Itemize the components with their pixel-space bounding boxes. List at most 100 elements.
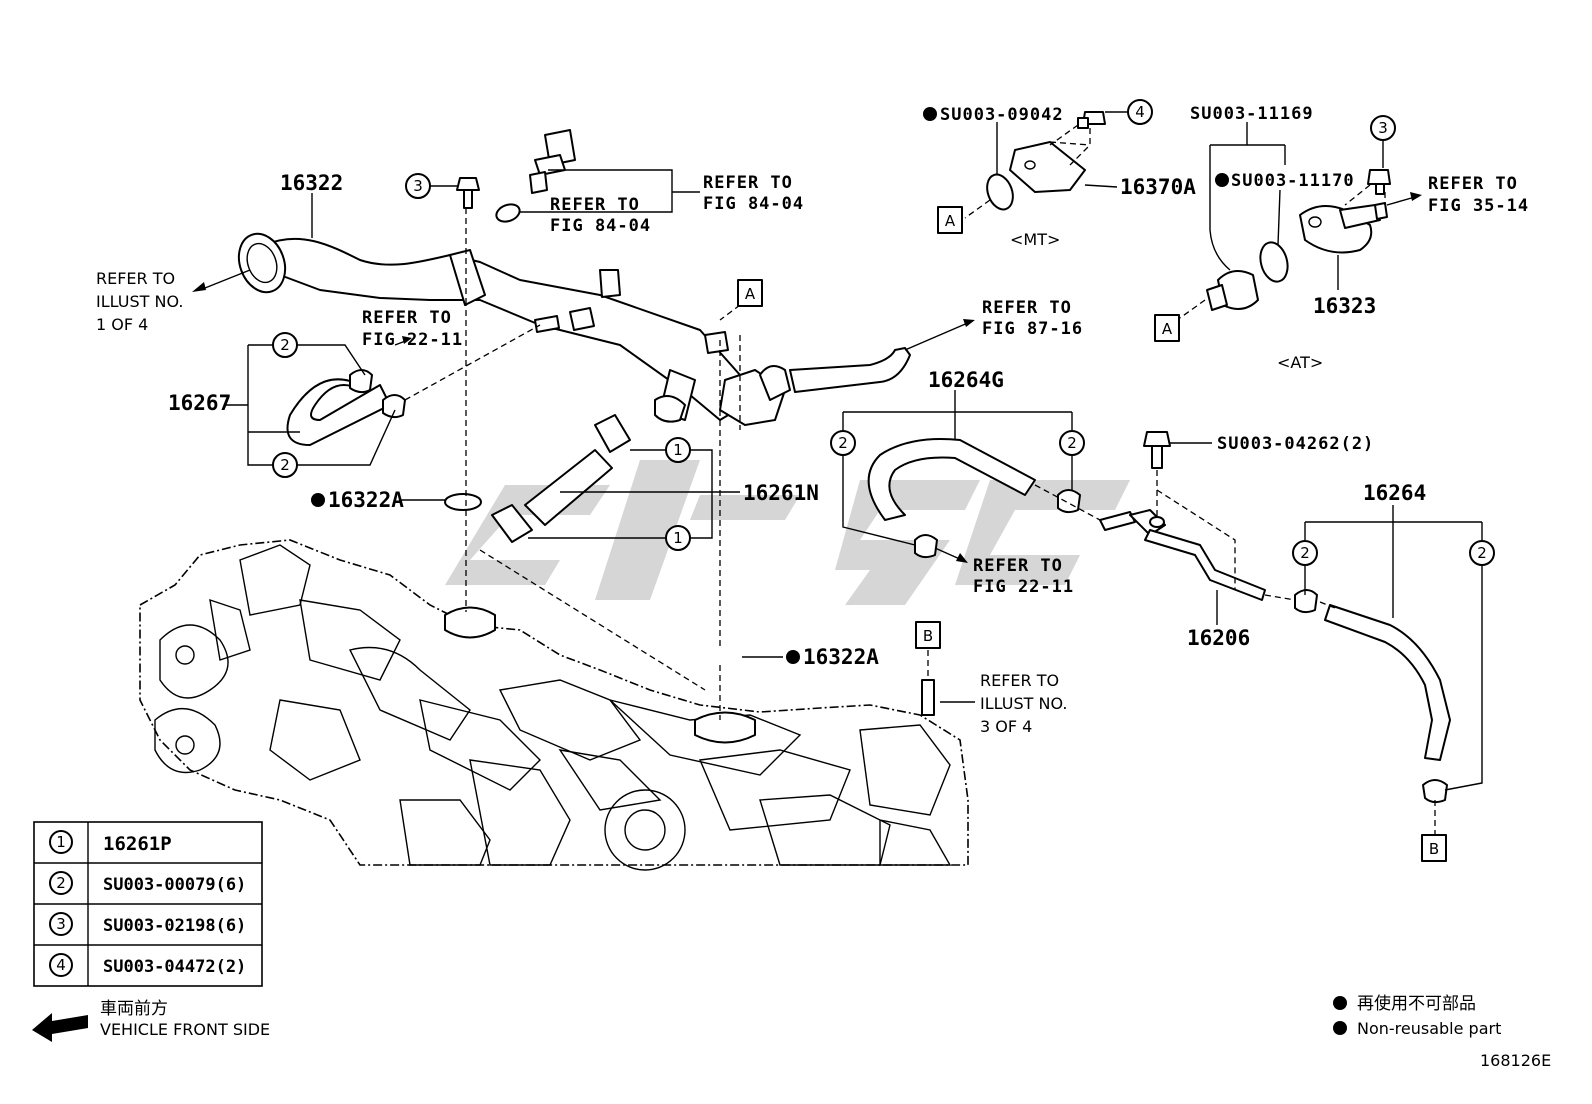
pipe-16206 xyxy=(1099,509,1266,601)
svg-text:REFER TO: REFER TO xyxy=(703,173,793,193)
marker-a-mt: A xyxy=(937,206,963,234)
bolt-3-left xyxy=(456,177,480,209)
variant-at: <AT> xyxy=(1277,353,1323,372)
svg-text:3: 3 xyxy=(1378,119,1388,137)
svg-text:VEHICLE FRONT SIDE: VEHICLE FRONT SIDE xyxy=(100,1020,270,1039)
legend-row: 3 SU003-02198(6) xyxy=(49,912,246,936)
svg-text:REFER TO: REFER TO xyxy=(550,195,640,215)
svg-text:Non-reusable part: Non-reusable part xyxy=(1357,1019,1501,1038)
svg-text:1 OF 4: 1 OF 4 xyxy=(96,315,148,334)
legend-row: 1 16261P xyxy=(49,830,172,855)
engine-block xyxy=(139,539,969,871)
label-16370A: 16370A xyxy=(1120,175,1196,199)
label-16206: 16206 xyxy=(1187,626,1250,650)
svg-text:16261P: 16261P xyxy=(103,833,172,855)
svg-text:A: A xyxy=(745,285,756,303)
svg-text:3: 3 xyxy=(56,915,66,933)
svg-text:SU003-09042: SU003-09042 xyxy=(940,105,1064,125)
svg-text:1: 1 xyxy=(673,441,683,459)
svg-text:2: 2 xyxy=(838,434,848,452)
svg-text:FIG 84-04: FIG 84-04 xyxy=(550,216,651,236)
non-reusable-note: 再使用不可部品 Non-reusable part xyxy=(1333,993,1501,1038)
svg-text:REFER TO: REFER TO xyxy=(362,308,452,328)
svg-text:SU003-00079(6): SU003-00079(6) xyxy=(103,875,246,895)
svg-text:REFER TO: REFER TO xyxy=(982,298,1072,318)
svg-text:再使用不可部品: 再使用不可部品 xyxy=(1357,993,1476,1014)
svg-text:REFER TO: REFER TO xyxy=(96,269,175,288)
callout-2-top: 2 xyxy=(272,332,298,358)
temp-sensor xyxy=(495,129,576,223)
svg-text:SU003-02198(6): SU003-02198(6) xyxy=(103,916,246,936)
svg-text:車両前方: 車両前方 xyxy=(100,999,168,1019)
ref-fig-87-16: REFER TO FIG 87-16 xyxy=(982,298,1083,339)
svg-text:FIG 84-04: FIG 84-04 xyxy=(703,194,804,214)
svg-text:FIG 87-16: FIG 87-16 xyxy=(982,319,1083,339)
label-16264: 16264 xyxy=(1363,481,1426,505)
ref-fig-22-11-a: REFER TO FIG 22-11 xyxy=(362,308,462,350)
label-16264G: 16264G xyxy=(928,368,1004,392)
label-16267: 16267 xyxy=(168,391,231,415)
svg-text:REFER TO: REFER TO xyxy=(1428,174,1518,194)
figure-id: 168126E xyxy=(1480,1051,1551,1070)
svg-text:2: 2 xyxy=(280,456,290,474)
vehicle-front-indicator: 車両前方 VEHICLE FRONT SIDE xyxy=(32,999,270,1042)
ref-fig-35-14: REFER TO FIG 35-14 xyxy=(1428,174,1529,216)
label-16323: 16323 xyxy=(1313,294,1376,318)
svg-text:FIG 35-14: FIG 35-14 xyxy=(1428,196,1529,216)
callout-2-16264-left: 2 xyxy=(1292,540,1318,566)
ref-fig-22-11-b: REFER TO FIG 22-11 xyxy=(973,556,1074,597)
svg-text:3: 3 xyxy=(413,177,423,195)
callout-3-left: 3 xyxy=(405,173,458,199)
legend-table: 1 16261P 2 SU003-00079(6) 3 SU003-02198(… xyxy=(33,821,263,987)
svg-text:2: 2 xyxy=(1067,434,1077,452)
svg-text:REFER TO: REFER TO xyxy=(980,671,1059,690)
svg-text:4: 4 xyxy=(56,956,66,974)
svg-text:16322A: 16322A xyxy=(328,488,404,512)
svg-text:1: 1 xyxy=(56,833,66,851)
leader-lines xyxy=(192,111,1483,835)
svg-text:3 OF 4: 3 OF 4 xyxy=(980,717,1032,736)
svg-text:B: B xyxy=(923,627,933,645)
hose-16267 xyxy=(286,369,406,446)
svg-text:ILLUST NO.: ILLUST NO. xyxy=(980,694,1067,713)
label-su11170: SU003-11170 xyxy=(1215,171,1355,191)
svg-text:A: A xyxy=(1162,320,1173,338)
svg-text:FIG 22-11: FIG 22-11 xyxy=(973,577,1074,597)
callout-4: 4 xyxy=(1127,99,1153,125)
callout-2-16264G-right: 2 xyxy=(1059,430,1085,456)
legend-row: 2 SU003-00079(6) xyxy=(49,871,246,895)
label-su09042: SU003-09042 xyxy=(923,105,1064,125)
front-arrow-icon xyxy=(32,1013,88,1042)
svg-text:B: B xyxy=(1429,840,1439,858)
legend-row: 4 SU003-04472(2) xyxy=(49,953,246,977)
label-16322A-bottom: 16322A xyxy=(786,645,879,669)
bolt-su04262 xyxy=(1143,431,1171,469)
svg-text:1: 1 xyxy=(673,529,683,547)
label-16322A-top: 16322A xyxy=(311,488,404,512)
svg-text:16322A: 16322A xyxy=(803,645,879,669)
hose-16264 xyxy=(1294,589,1451,804)
ref-illust-3: REFER TO ILLUST NO. 3 OF 4 xyxy=(980,671,1067,736)
svg-text:2: 2 xyxy=(280,336,290,354)
marker-b-bottom: B xyxy=(1421,834,1447,862)
marker-b-top: B xyxy=(915,621,941,649)
water-pipe-16322 xyxy=(237,232,911,426)
marker-a-at: A xyxy=(1154,314,1180,342)
label-su04262: SU003-04262(2) xyxy=(1217,434,1374,454)
ref-illust-1: REFER TO ILLUST NO. 1 OF 4 xyxy=(96,269,183,334)
ref-fig-84-04-a: REFER TO FIG 84-04 xyxy=(550,195,651,236)
housing-16323 xyxy=(1299,169,1391,254)
svg-text:SU003-11170: SU003-11170 xyxy=(1231,171,1355,191)
svg-text:4: 4 xyxy=(1135,103,1145,121)
callout-1-bottom: 1 xyxy=(665,525,691,551)
svg-text:ILLUST NO.: ILLUST NO. xyxy=(96,292,183,311)
svg-text:SU003-04472(2): SU003-04472(2) xyxy=(103,957,246,977)
sensor-su11169 xyxy=(1206,241,1289,311)
svg-text:A: A xyxy=(945,212,956,230)
callout-2-16264-right: 2 xyxy=(1469,540,1495,566)
svg-text:REFER TO: REFER TO xyxy=(973,556,1063,576)
svg-text:2: 2 xyxy=(1300,544,1310,562)
variant-mt: <MT> xyxy=(1010,230,1060,249)
